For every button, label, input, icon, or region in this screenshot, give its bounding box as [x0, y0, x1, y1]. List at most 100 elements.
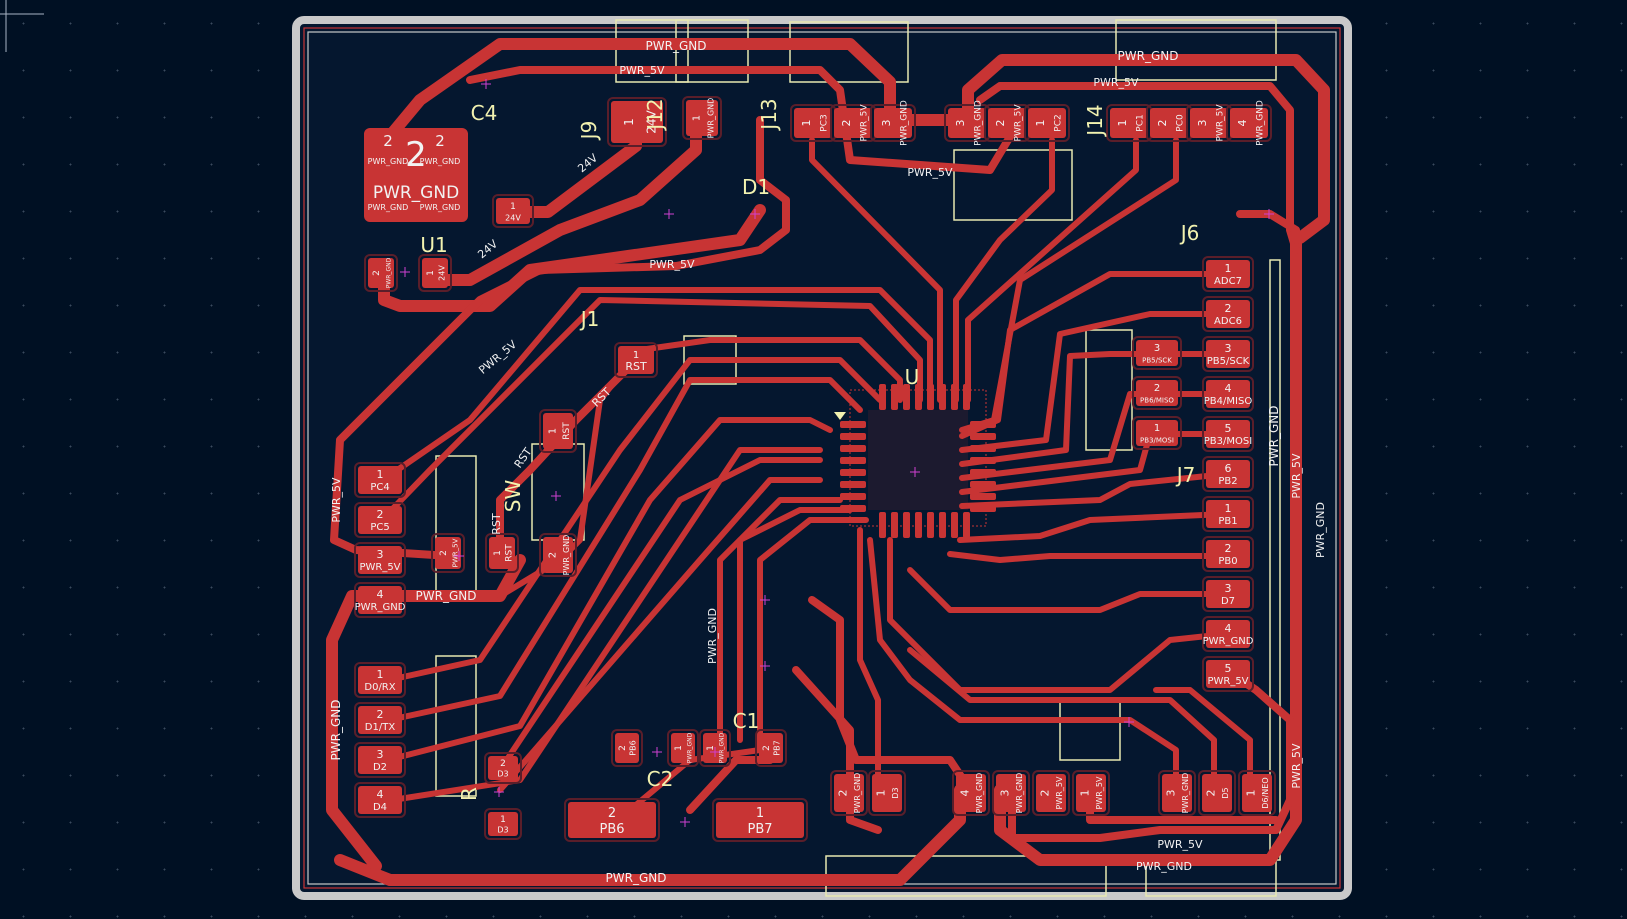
- pad-net: PB2: [1218, 476, 1237, 487]
- big-pad-number: 2: [405, 135, 427, 175]
- left-header-2-pin[interactable]: 2D1/TX: [354, 702, 406, 738]
- pad-number: 2: [1156, 120, 1169, 127]
- mcu-pin: [840, 493, 866, 500]
- pad-number: 3: [1225, 582, 1232, 595]
- pad-net: PWR_GND: [900, 100, 910, 146]
- pad-net: PWR_GND: [974, 100, 984, 146]
- pad-number: 1: [1116, 120, 1129, 127]
- pad-number: 2: [994, 120, 1007, 127]
- ref-j7: J7: [1175, 463, 1196, 487]
- pad-net: PB1: [1218, 516, 1237, 527]
- board-outline-inner: [303, 27, 1341, 889]
- pad-number: 4: [377, 588, 384, 601]
- pad-net: PWR_GND: [707, 98, 716, 139]
- j6b-pin[interactable]: 3D7: [1202, 576, 1254, 612]
- pad-number: 2: [1154, 383, 1160, 394]
- pad-number: 1: [875, 790, 888, 797]
- power-big-pad[interactable]: 2 PWR_GND 2 2 PWR_GND PWR_GND PWR_GND PW…: [364, 128, 468, 222]
- mcu-pin: [970, 457, 996, 464]
- pad-net: PWR_GND: [1203, 636, 1254, 647]
- pad-net: D2: [373, 762, 387, 773]
- ref-c4: C4: [471, 101, 498, 125]
- mcu-pin: [840, 433, 866, 440]
- left-header-2-pin[interactable]: 1D0/RX: [354, 662, 406, 698]
- left-header-2-pin[interactable]: 4D4: [354, 782, 406, 818]
- d3-pad[interactable]: 1D3: [484, 808, 522, 840]
- pad-number: 6: [1225, 462, 1232, 475]
- mcu-pin: [840, 469, 866, 476]
- pad-net: PB5/SCK: [1207, 356, 1250, 367]
- pad-net: D1/TX: [365, 722, 396, 733]
- pad-net: PC4: [370, 482, 389, 493]
- pad-net: RST: [504, 544, 514, 562]
- left-header-2-pin[interactable]: 3D2: [354, 742, 406, 778]
- crosshair-cursor-icon: [0, 0, 44, 52]
- pad-net: PB5/SCK: [1142, 356, 1172, 364]
- d3-pad[interactable]: 2D3: [484, 752, 522, 784]
- mcu-tqfp-footprint[interactable]: [840, 384, 996, 538]
- pad-number: 2: [548, 552, 559, 558]
- mcu-pin: [879, 512, 886, 538]
- board-edge-cut[interactable]: [292, 16, 1352, 900]
- mcu-pins: [840, 384, 996, 538]
- pad-net: ADC7: [1214, 276, 1242, 287]
- mcu-pin: [840, 481, 866, 488]
- pad-net: PWR_5V: [359, 562, 400, 573]
- mcu-pin: [939, 384, 946, 410]
- pad-net: PWR_5V: [1095, 776, 1104, 809]
